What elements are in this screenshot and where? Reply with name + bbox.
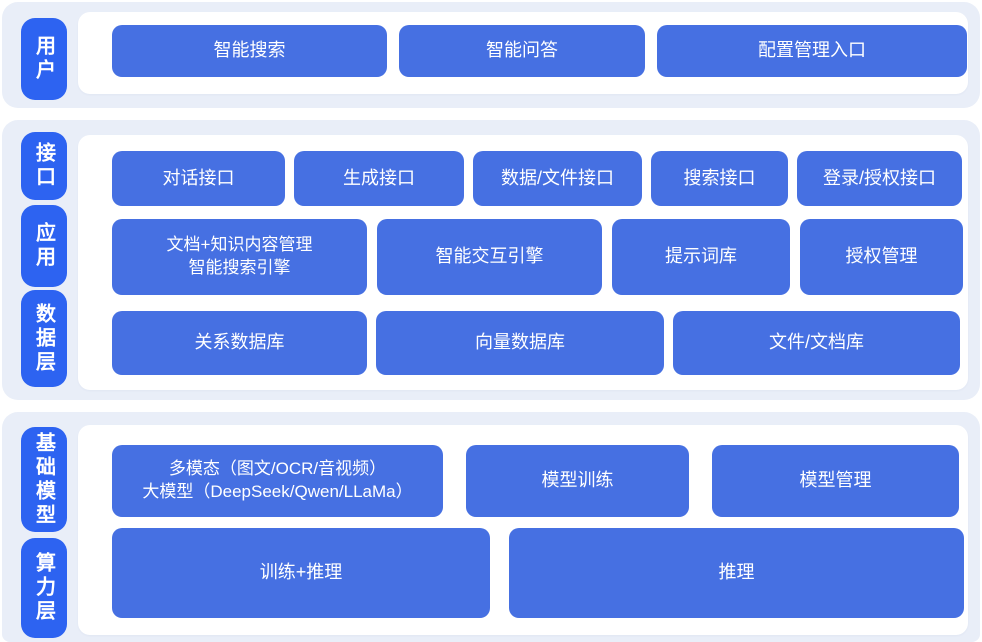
node-search-api: 搜索接口 <box>651 151 788 206</box>
row-user-nodes: 智能搜索 智能问答 配置管理入口 <box>112 25 967 77</box>
node-generate-api: 生成接口 <box>294 151 464 206</box>
node-interaction-engine: 智能交互引擎 <box>377 219 602 295</box>
row-foundation-nodes: 多模态（图文/OCR/音视频） 大模型（DeepSeek/Qwen/LLaMa）… <box>112 445 959 517</box>
layer-pill-interface: 接口 <box>21 132 67 200</box>
row-compute-nodes: 训练+推理 推理 <box>112 528 964 618</box>
layer-pill-compute: 算力层 <box>21 538 67 638</box>
panel-middle-layers: 对话接口 生成接口 数据/文件接口 搜索接口 登录/授权接口 文档+知识内容管理… <box>78 135 968 390</box>
row-data-nodes: 关系数据库 向量数据库 文件/文档库 <box>112 311 960 375</box>
layer-pill-foundation-model: 基础模型 <box>21 427 67 532</box>
node-login-auth-api: 登录/授权接口 <box>797 151 962 206</box>
node-smart-search: 智能搜索 <box>112 25 387 77</box>
node-file-doc-store: 文件/文档库 <box>673 311 960 375</box>
node-vector-db: 向量数据库 <box>376 311 664 375</box>
section-middle-layers: 接口 应用 数据层 对话接口 生成接口 数据/文件接口 搜索接口 登录/授权接口… <box>2 120 980 400</box>
node-relational-db: 关系数据库 <box>112 311 367 375</box>
panel-user-layer: 智能搜索 智能问答 配置管理入口 <box>78 12 968 94</box>
layer-pill-user: 用户 <box>21 18 67 100</box>
node-inference: 推理 <box>509 528 964 618</box>
section-user-layer: 用户 智能搜索 智能问答 配置管理入口 <box>2 2 980 108</box>
node-config-entry: 配置管理入口 <box>657 25 967 77</box>
row-application-nodes: 文档+知识内容管理 智能搜索引擎 智能交互引擎 提示词库 授权管理 <box>112 219 963 295</box>
node-data-file-api: 数据/文件接口 <box>473 151 642 206</box>
row-interface-nodes: 对话接口 生成接口 数据/文件接口 搜索接口 登录/授权接口 <box>112 151 962 206</box>
node-auth-management: 授权管理 <box>800 219 963 295</box>
node-dialog-api: 对话接口 <box>112 151 285 206</box>
panel-bottom-layers: 多模态（图文/OCR/音视频） 大模型（DeepSeek/Qwen/LLaMa）… <box>78 425 968 635</box>
node-model-training: 模型训练 <box>466 445 689 517</box>
section-bottom-layers: 基础模型 算力层 多模态（图文/OCR/音视频） 大模型（DeepSeek/Qw… <box>2 412 980 642</box>
layer-pill-application: 应用 <box>21 205 67 287</box>
layer-pill-data: 数据层 <box>21 290 67 387</box>
node-smart-qa: 智能问答 <box>399 25 645 77</box>
node-multimodal-llm: 多模态（图文/OCR/音视频） 大模型（DeepSeek/Qwen/LLaMa） <box>112 445 443 517</box>
node-model-management: 模型管理 <box>712 445 959 517</box>
node-doc-knowledge-search-engine: 文档+知识内容管理 智能搜索引擎 <box>112 219 367 295</box>
node-training-inference: 训练+推理 <box>112 528 490 618</box>
node-prompt-library: 提示词库 <box>612 219 790 295</box>
